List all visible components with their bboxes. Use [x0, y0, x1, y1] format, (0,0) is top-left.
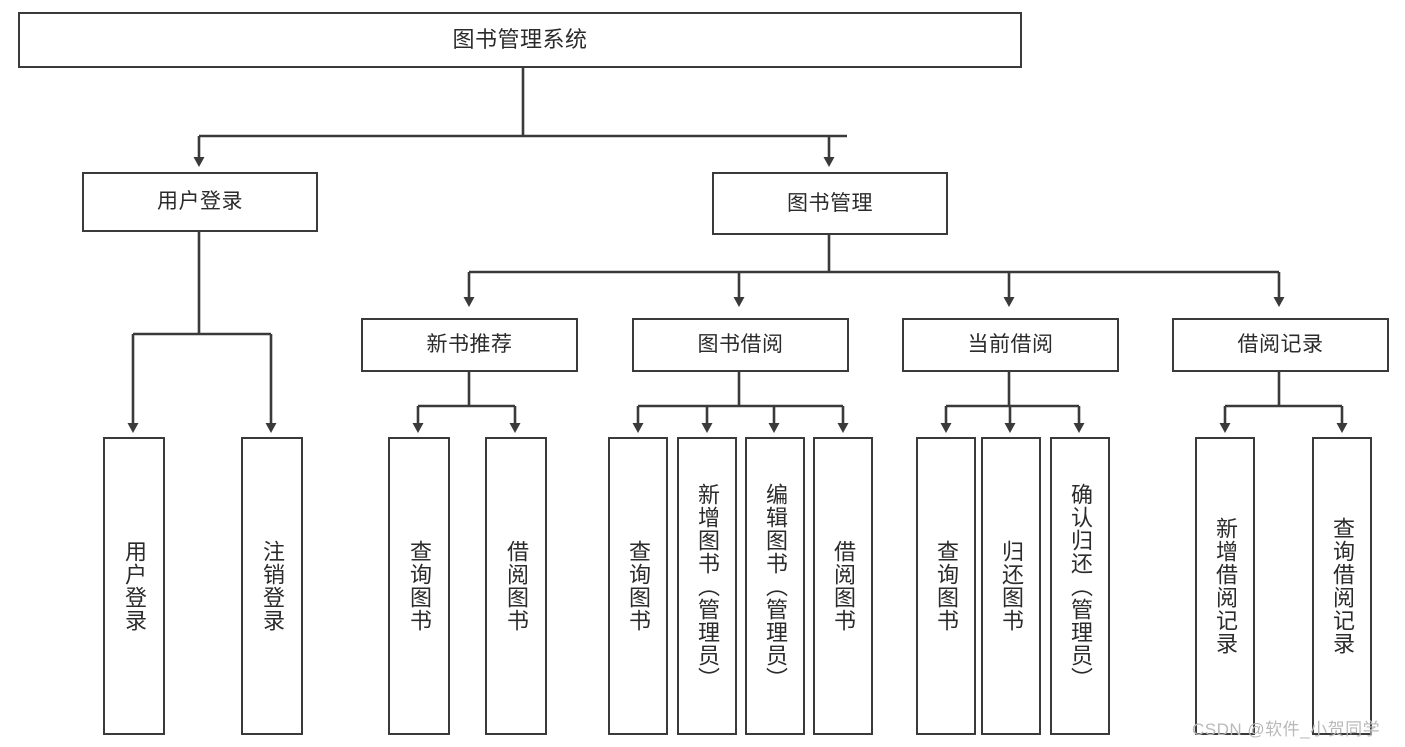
- node-label: 确认归还（管理员）: [1067, 482, 1093, 690]
- node-leaf-borrow-book-new[interactable]: 借阅图书: [485, 437, 547, 735]
- node-label: 注销登录: [259, 540, 285, 632]
- node-label: 编辑图书（管理员）: [762, 482, 788, 690]
- node-label: 图书管理系统: [452, 26, 588, 52]
- node-leaf-borrow-book[interactable]: 借阅图书: [813, 437, 873, 735]
- node-label: 新书推荐: [426, 333, 513, 357]
- node-current-borrow[interactable]: 当前借阅: [902, 318, 1119, 372]
- node-label: 查询图书: [933, 540, 959, 632]
- node-label: 当前借阅: [967, 333, 1054, 357]
- node-leaf-query-book-borrow[interactable]: 查询图书: [608, 437, 668, 735]
- node-label: 查询借阅记录: [1329, 517, 1355, 655]
- node-leaf-add-borrow-record[interactable]: 新增借阅记录: [1195, 437, 1255, 735]
- node-label: 新增借阅记录: [1212, 517, 1238, 655]
- node-leaf-query-borrow-record[interactable]: 查询借阅记录: [1312, 437, 1372, 735]
- node-book-borrow[interactable]: 图书借阅: [632, 318, 849, 372]
- node-user-login[interactable]: 用户登录: [82, 172, 318, 232]
- node-label: 图书借阅: [697, 333, 784, 357]
- csdn-watermark: CSDN @软件_小贺同学: [1192, 720, 1381, 739]
- node-leaf-confirm-return-admin[interactable]: 确认归还（管理员）: [1050, 437, 1110, 735]
- node-book-management[interactable]: 图书管理: [712, 172, 948, 235]
- node-new-book-recommend[interactable]: 新书推荐: [361, 318, 578, 372]
- node-label: 归还图书: [998, 540, 1024, 632]
- node-leaf-return-book[interactable]: 归还图书: [981, 437, 1041, 735]
- node-label: 查询图书: [406, 540, 432, 632]
- node-leaf-user-login[interactable]: 用户登录: [103, 437, 165, 735]
- node-label: 用户登录: [157, 190, 243, 214]
- node-label: 图书管理: [787, 191, 873, 215]
- node-leaf-edit-book-admin[interactable]: 编辑图书（管理员）: [745, 437, 805, 735]
- node-leaf-add-book-admin[interactable]: 新增图书（管理员）: [677, 437, 737, 735]
- node-label: 用户登录: [121, 540, 147, 632]
- node-leaf-user-logout[interactable]: 注销登录: [241, 437, 303, 735]
- node-label: 借阅图书: [503, 540, 529, 632]
- node-borrow-record[interactable]: 借阅记录: [1172, 318, 1389, 372]
- node-root-system[interactable]: 图书管理系统: [18, 12, 1022, 68]
- node-leaf-query-book-current[interactable]: 查询图书: [916, 437, 976, 735]
- node-label: 借阅记录: [1237, 333, 1324, 357]
- node-label: 借阅图书: [830, 540, 856, 632]
- node-label: 新增图书（管理员）: [694, 482, 720, 690]
- node-leaf-query-book-new[interactable]: 查询图书: [388, 437, 450, 735]
- node-label: 查询图书: [625, 540, 651, 632]
